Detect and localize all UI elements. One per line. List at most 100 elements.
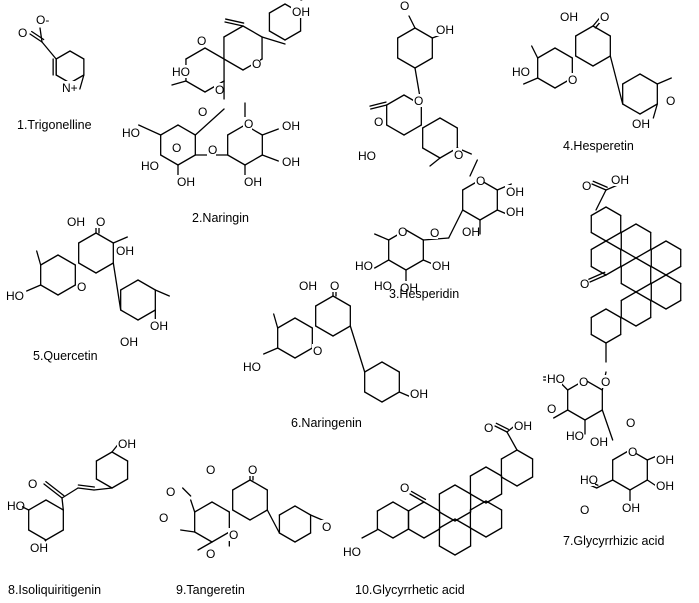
hesperetin-ring (639, 73, 658, 85)
atom-label-background (579, 503, 588, 516)
glycyrrhetic-ring (423, 528, 441, 539)
glycyrrhizic-bond (591, 183, 607, 191)
caption-isoliquiritigenin: 8.Isoliquiritigenin (8, 583, 101, 597)
glycyrrhizic-ring (635, 282, 652, 293)
hesperidin-oxygen-label: O (374, 115, 383, 129)
glycyrrhizic-ring (605, 231, 622, 242)
caption-hesperidin: 3.Hesperidin (389, 287, 459, 301)
glycyrrhizic-hydroxyl-label: OH (622, 501, 640, 515)
tangeretin-oxygen-label: O (322, 520, 331, 534)
tangeretin-ring (232, 509, 251, 521)
tangeretin-ring (294, 532, 312, 543)
naringin-oxygen-label: O (197, 34, 206, 48)
atom-label-background (205, 547, 214, 560)
atom-label-background (171, 65, 187, 78)
hesperetin-ring (575, 25, 594, 37)
quercetin-hydroxyl-label: OH (116, 244, 134, 258)
glycyrrhetic-ring (485, 466, 503, 477)
quercetin-bond (36, 250, 42, 266)
glycyrrhizic-ring (620, 248, 637, 259)
atom-label-background (373, 115, 382, 128)
atom-label-background (511, 65, 527, 78)
glycyrrhizic-bond (592, 180, 608, 188)
atom-label-background (321, 520, 330, 533)
hesperidin-ring (422, 117, 441, 129)
atom-label-background (505, 185, 521, 198)
atom-label-background (546, 372, 562, 385)
glycyrrhizic-bond (596, 479, 614, 489)
hesperetin-bond (523, 77, 539, 85)
naringin-hydroxyl-label: OH (292, 5, 310, 19)
glycyrrhetic-ring (454, 484, 472, 495)
caption-trigonelline: 1.Trigonelline (17, 118, 92, 132)
naringenin-ring (332, 295, 351, 307)
glycyrrhetic-ring (407, 528, 425, 539)
quercetin-hydroxyl-label: OH (120, 335, 138, 349)
glycyrrhetic-bond (494, 425, 508, 433)
quercetin-ring (57, 254, 76, 266)
hesperidin-ring (386, 94, 405, 106)
glycyrrhetic-ring (469, 466, 487, 477)
hesperidin-hydroxyl-label: HO (374, 279, 392, 293)
atom-label-background (579, 473, 595, 486)
tangeretin-bond (190, 499, 196, 513)
atom-label-background (453, 148, 462, 161)
glycyrrhizic-oxygen-label: O (582, 179, 591, 193)
atom-label-background (599, 10, 608, 23)
quercetin-ring (40, 284, 59, 296)
atom-label-background (431, 259, 447, 272)
hesperidin-hydroxyl-label: OH (506, 205, 524, 219)
naringin-oxygen-label: O (198, 105, 207, 119)
glycyrrhizic-glycosidic-bond (601, 409, 614, 441)
naringenin-bond (349, 325, 366, 373)
hesperidin-oxygen-label: O (476, 174, 485, 188)
glycyrrhizic-oxygen-label: O (580, 503, 589, 517)
atom-label-background (6, 499, 22, 512)
hesperidin-sugar-ring (479, 209, 498, 221)
quercetin-ring (57, 284, 76, 296)
glycyrrhizic-ring (635, 223, 652, 234)
glycyrrhizic-oxygen-label: O (626, 416, 635, 430)
hesperidin-bond (448, 209, 464, 239)
naringenin-hydroxyl-label: OH (410, 387, 428, 401)
atom-label-background (579, 277, 588, 290)
naringenin-bond (273, 313, 279, 329)
caption-quercetin: 5.Quercetin (33, 349, 98, 363)
glycyrrhetic-ring (392, 528, 410, 539)
hesperetin-ring (554, 47, 573, 59)
hesperidin-oxygen-label: O (430, 226, 439, 240)
hesperidin-bond (374, 233, 390, 241)
quercetin-ring (120, 279, 139, 291)
hesperidin-hydroxyl-label: HO (358, 149, 376, 163)
naringin-ring (185, 47, 206, 60)
quercetin-ring (137, 279, 156, 291)
hesperidin-ring (414, 57, 433, 69)
glycyrrhetic-ring (485, 493, 503, 504)
atom-label-background (61, 81, 77, 94)
hesperidin-hydroxyl-label: HO (355, 259, 373, 273)
trigonelline-bond (29, 33, 43, 43)
glycyrrhizic-sugar-ring (584, 409, 603, 421)
glycyrrhizic-ring (665, 274, 682, 285)
caption-tangeretin: 9.Tangeretin (176, 583, 245, 597)
tangeretin-ring (278, 532, 296, 543)
atom-label-background (158, 511, 167, 524)
isoliquiritigenin-bond (61, 487, 79, 499)
atom-label-background (409, 387, 425, 400)
glycyrrhizic-sugar-ring (612, 479, 631, 491)
atom-label-background (121, 126, 137, 139)
glycyrrhizic-hydroxyl-label: OH (656, 479, 674, 493)
naringenin-oxygen-label: O (330, 279, 339, 293)
quercetin-hydroxyl-label: HO (6, 289, 24, 303)
hesperetin-ring (575, 55, 594, 67)
atom-label-background (627, 445, 636, 458)
atom-label-background (354, 259, 370, 272)
trigonelline-oxygen-label: O (18, 26, 27, 40)
atom-label-background (149, 319, 165, 332)
atom-label-background (251, 57, 260, 70)
glycyrrhetic-hydroxyl-label: HO (343, 545, 361, 559)
glycyrrhizic-hydroxyl-label: OH (611, 173, 629, 187)
hesperetin-bond (609, 55, 624, 105)
glycyrrhetic-ring (469, 500, 487, 511)
atom-label-background (610, 173, 626, 186)
